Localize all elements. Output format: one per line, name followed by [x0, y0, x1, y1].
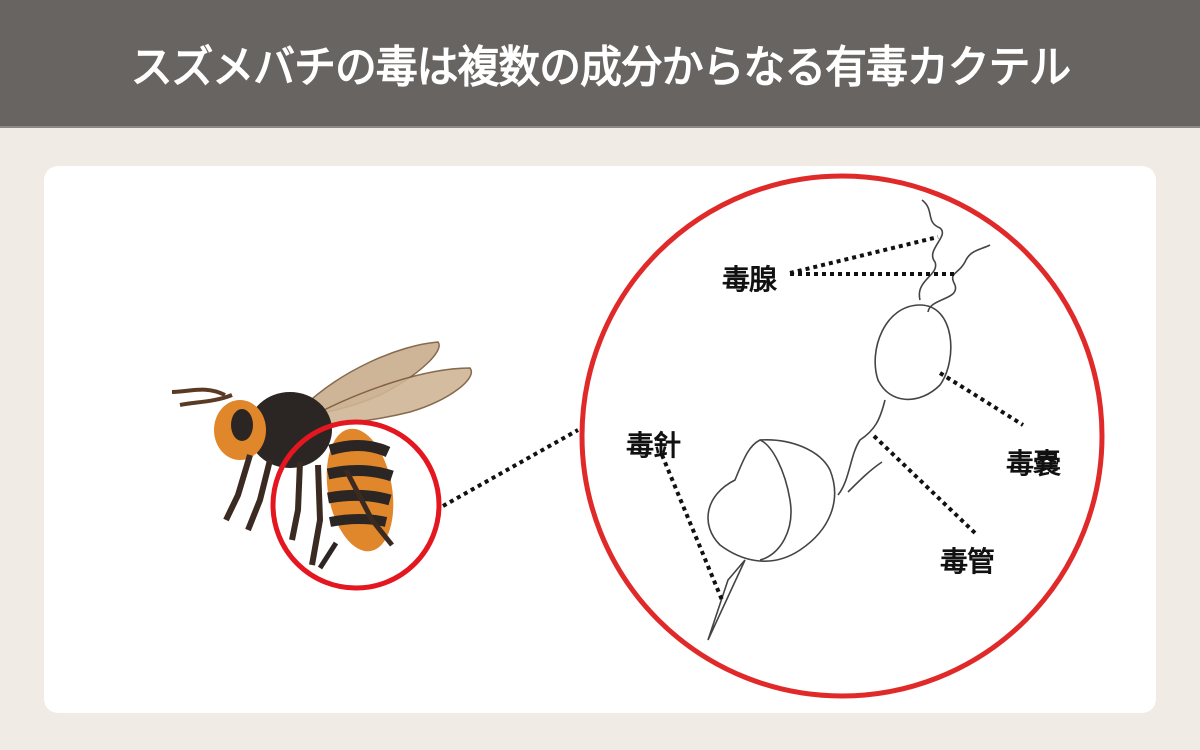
connector-line: [442, 428, 579, 508]
highlight-circle-large: [579, 173, 1105, 699]
label-stinger: 毒針: [626, 429, 681, 462]
header-banner: スズメバチの毒は複数の成分からなる有毒カクテル: [0, 0, 1200, 128]
label-venom-duct: 毒管: [940, 545, 995, 578]
label-venom-sac: 毒嚢: [1006, 447, 1061, 480]
highlight-circle-small: [270, 419, 442, 591]
hornet-illustration: [171, 341, 473, 570]
label-venom-gland: 毒腺: [722, 263, 777, 296]
venom-apparatus-drawing: [707, 199, 991, 641]
page-title: スズメバチの毒は複数の成分からなる有毒カクテル: [130, 42, 1071, 93]
leader-lines: [660, 235, 1025, 601]
